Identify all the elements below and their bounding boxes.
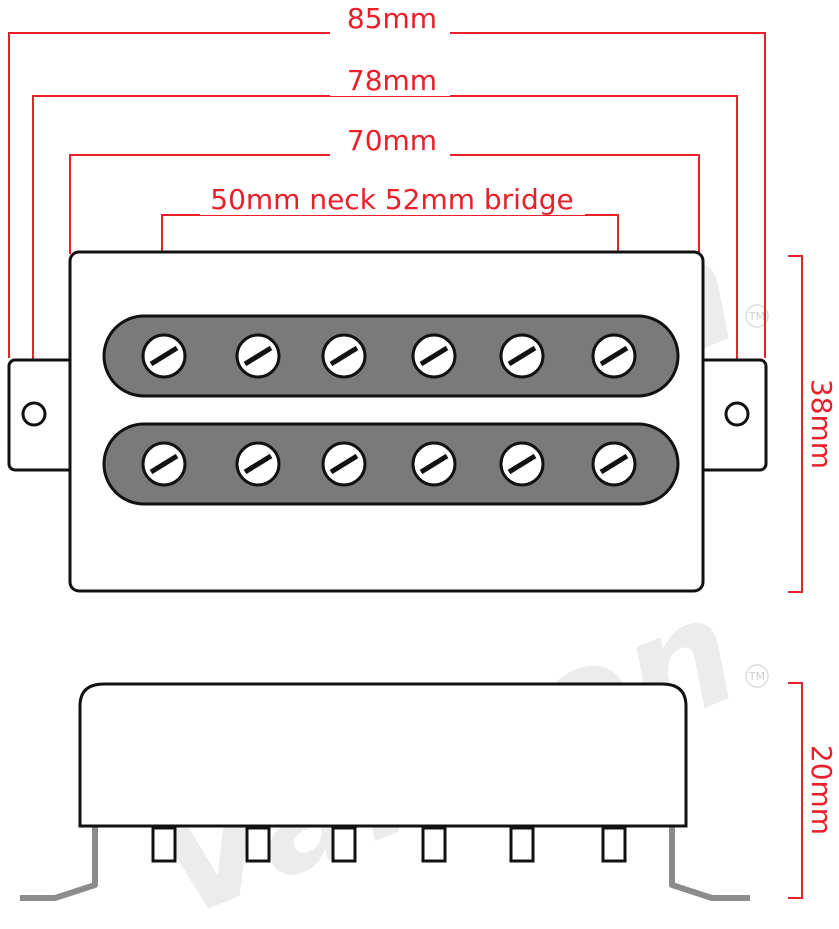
pole-screw-bottom-4 (411, 441, 457, 487)
pole-stud-2 (245, 826, 271, 863)
pole-stud-6 (601, 826, 627, 863)
mounting-hole-left (21, 401, 47, 427)
pole-screw-bottom-5 (499, 441, 545, 487)
mounting-hole-right (724, 401, 750, 427)
pole-screw-top-1 (141, 333, 187, 379)
pole-screws-top (141, 333, 637, 379)
height-dimensions (788, 255, 803, 899)
pole-screw-top-5 (499, 333, 545, 379)
bobbin-bottom (102, 422, 680, 506)
trademark-label-top: TM (748, 310, 765, 323)
trademark-badge-bottom (745, 664, 769, 688)
label-38mm: 38mm (805, 379, 838, 469)
pole-screw-top-3 (321, 333, 367, 379)
trademark-badge-top (745, 304, 769, 328)
pole-screw-top-6 (591, 333, 637, 379)
pole-screw-bottom-1 (141, 441, 187, 487)
pole-stud-4 (421, 826, 447, 863)
width-dimension-labels: 85mm 78mm 70mm 50mm neck 52mm bridge (200, 2, 585, 216)
pole-screw-top-2 (235, 333, 281, 379)
top-view (7, 250, 768, 593)
bobbin-top (102, 314, 680, 398)
leg-left (20, 826, 98, 901)
pole-studs (151, 826, 627, 863)
pole-screw-bottom-6 (591, 441, 637, 487)
trademark-label-bottom: TM (748, 670, 765, 683)
label-85mm: 85mm (347, 2, 437, 35)
label-78mm: 78mm (347, 64, 437, 97)
side-view (20, 682, 750, 901)
pole-stud-3 (331, 826, 357, 863)
pole-screws-bottom (141, 441, 637, 487)
pole-screw-top-4 (411, 333, 457, 379)
dimension-line-20mm (788, 682, 803, 899)
label-70mm: 70mm (347, 124, 437, 157)
pole-screw-bottom-3 (321, 441, 367, 487)
side-cover (78, 682, 688, 828)
label-pole-spacing: 50mm neck 52mm bridge (210, 183, 573, 216)
pole-stud-1 (151, 826, 177, 863)
pickup-cover (68, 250, 705, 593)
pole-stud-5 (509, 826, 535, 863)
leg-right (669, 826, 750, 901)
pole-screw-bottom-2 (235, 441, 281, 487)
label-20mm: 20mm (805, 745, 838, 835)
dimension-line-38mm (788, 255, 803, 593)
